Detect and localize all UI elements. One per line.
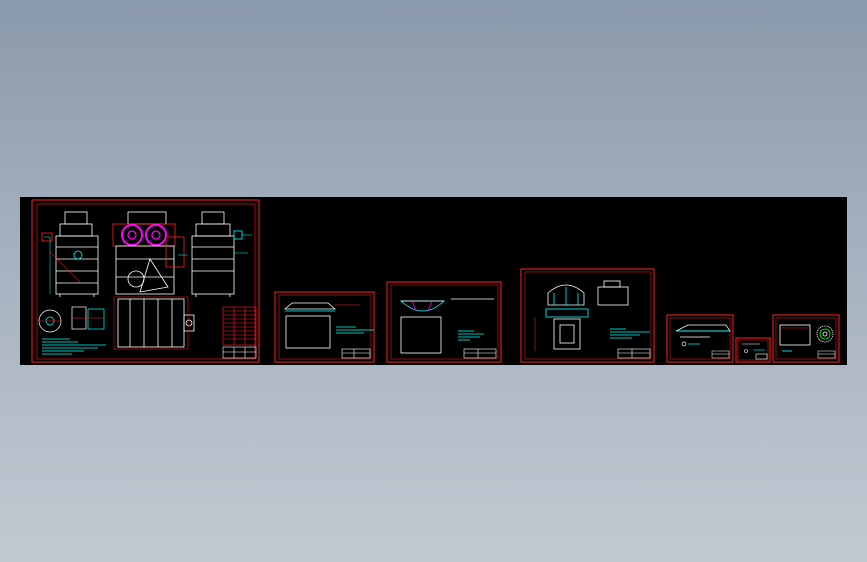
- part-3-title-block: [617, 348, 651, 359]
- sheet-part-6[interactable]: [772, 314, 840, 363]
- sheet-part-5[interactable]: [735, 337, 771, 363]
- sheet-part-3[interactable]: [520, 268, 655, 363]
- sheet-part-1[interactable]: [274, 291, 375, 363]
- sheet-part-4[interactable]: [666, 314, 734, 363]
- elevation-center: [112, 211, 188, 295]
- part-6-geometry: [779, 324, 834, 352]
- part-6-title-block: [817, 350, 836, 359]
- cad-model-space[interactable]: [20, 197, 847, 365]
- part-1-geometry: [283, 302, 360, 349]
- title-block: [222, 346, 257, 359]
- part-2-notes: [458, 330, 484, 341]
- detail-views: [38, 306, 105, 333]
- technical-notes: [42, 338, 106, 355]
- part-4-geometry: [675, 324, 731, 347]
- part-4-title-block: [711, 350, 730, 359]
- plan-view: [113, 296, 195, 350]
- part-5-geometry: [742, 343, 768, 360]
- elevation-left: [41, 211, 99, 297]
- sheet-part-2[interactable]: [386, 281, 502, 363]
- elevation-right: [191, 211, 252, 297]
- part-1-notes: [336, 326, 374, 334]
- part-1-title-block: [341, 348, 371, 359]
- part-3-geometry: [534, 280, 629, 351]
- part-3-notes: [610, 328, 650, 339]
- parts-list: [222, 306, 257, 346]
- sheet-assembly[interactable]: [31, 199, 260, 363]
- part-2-geometry: [399, 298, 494, 354]
- part-2-title-block: [463, 348, 497, 359]
